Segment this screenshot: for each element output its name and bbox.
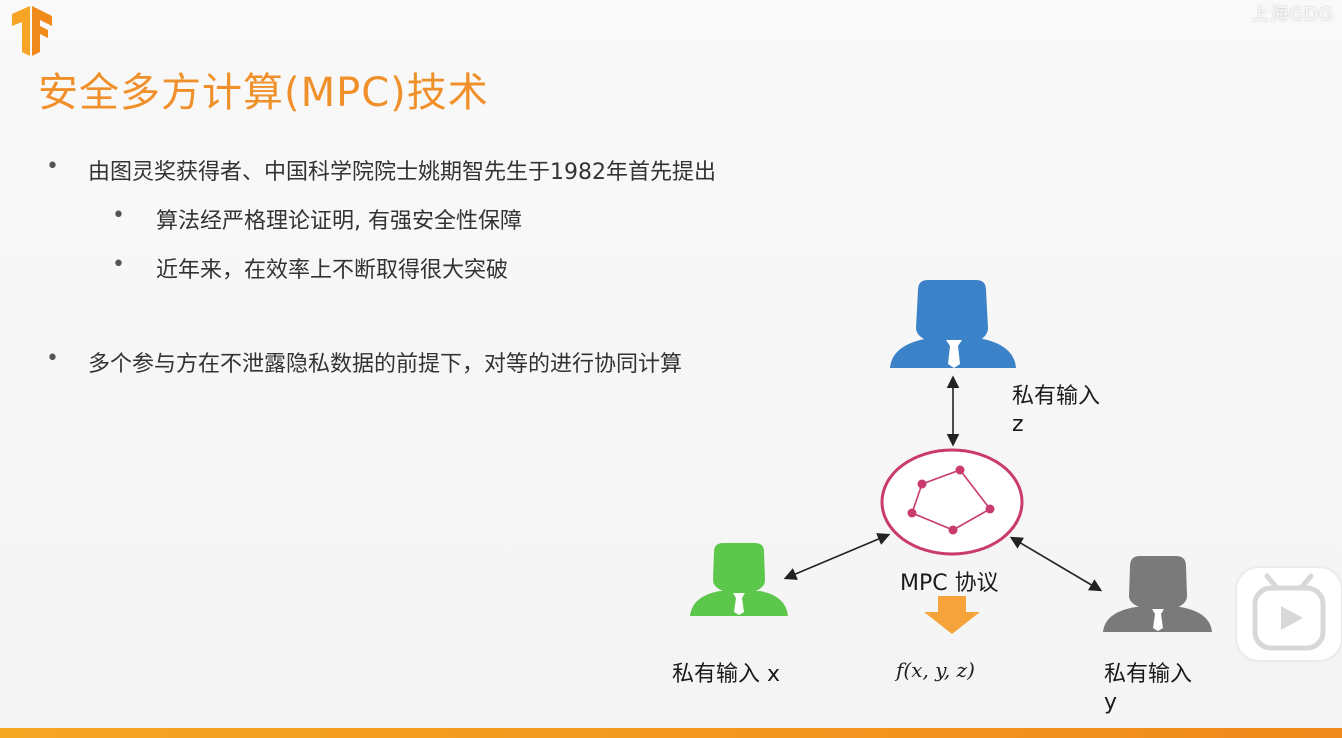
bullet-text: 多个参与方在不泄露隐私数据的前提下，对等的进行协同计算 — [88, 352, 683, 377]
party-z-variable: z — [1012, 412, 1024, 437]
party-x-label: 私有输入 x — [672, 662, 781, 687]
bullet-dot: • — [112, 252, 125, 277]
down-arrow-icon — [924, 596, 980, 634]
slide-title: 安全多方计算(MPC)技术 — [38, 70, 489, 116]
play-icon — [1252, 573, 1326, 651]
video-play-button[interactable] — [1237, 568, 1341, 660]
arrow-x — [783, 533, 891, 580]
bullet-dot: • — [46, 346, 59, 371]
party-z-label: 私有输入 — [1012, 384, 1101, 409]
bullet-dot: • — [112, 203, 125, 228]
bullet-text: 由图灵奖获得者、中国科学院院士姚期智先生于1982年首先提出 — [88, 160, 716, 185]
party-y-icon — [1103, 556, 1212, 632]
mpc-protocol-node — [880, 448, 1024, 556]
arrow-y — [1009, 536, 1103, 592]
bullet-text: 近年来，在效率上不断取得很大突破 — [156, 258, 509, 283]
party-z-icon — [890, 280, 1016, 368]
sub-bullet-item: • 算法经严格理论证明, 有强安全性保障 — [112, 203, 522, 235]
sub-bullet-item: • 近年来，在效率上不断取得很大突破 — [112, 252, 509, 284]
protocol-label: MPC 协议 — [900, 571, 999, 596]
bullet-dot: • — [46, 154, 59, 179]
party-x-icon — [690, 543, 788, 616]
tensorflow-logo-icon — [12, 6, 52, 56]
bullet-item: • 由图灵奖获得者、中国科学院院士姚期智先生于1982年首先提出 — [46, 154, 716, 186]
bottom-accent-bar — [0, 728, 1342, 738]
party-y-label: 私有输入 — [1104, 662, 1193, 687]
party-y-variable: y — [1104, 690, 1118, 715]
bullet-item: • 多个参与方在不泄露隐私数据的前提下，对等的进行协同计算 — [46, 346, 683, 378]
bullet-text: 算法经严格理论证明, 有强安全性保障 — [156, 209, 522, 234]
watermark: 上海GDG — [1251, 4, 1334, 25]
function-label: f(x, y, z) — [896, 658, 975, 682]
